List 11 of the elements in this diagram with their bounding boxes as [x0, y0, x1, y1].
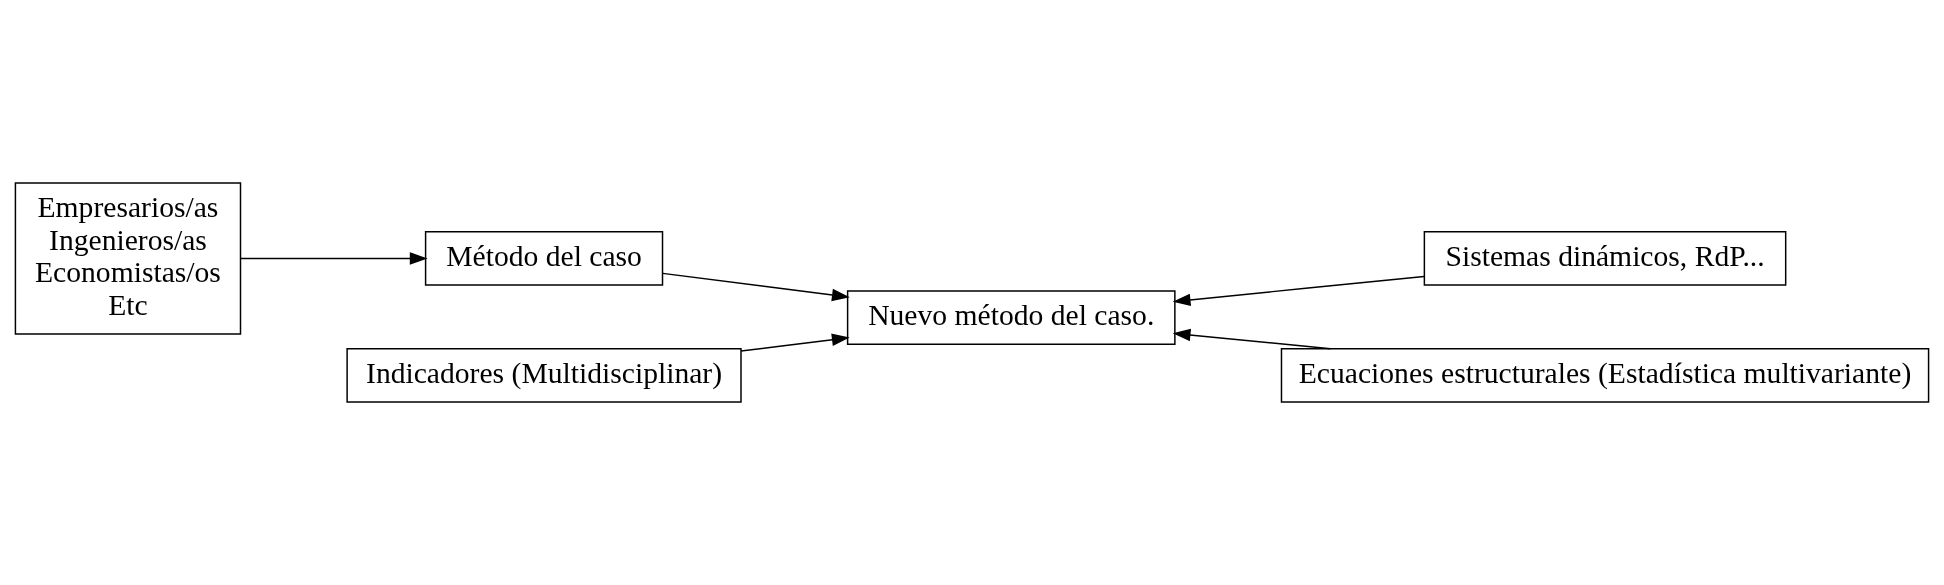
arrow: [661, 272, 850, 302]
node-box: Nuevo método del caso.: [846, 290, 1176, 346]
arrow: [239, 252, 428, 265]
node-box: Ecuaciones estructurales (Estadística multivariante): [1280, 348, 1930, 403]
node-box: Método del caso: [424, 231, 664, 286]
arrow: [740, 333, 850, 352]
node-box: Indicadores (Multidisciplinar): [346, 348, 742, 403]
arrow: [1172, 328, 1332, 350]
node-box: Empresarios/as Ingenieros/as Economistas/os Etc: [14, 182, 242, 335]
arrow: [1172, 275, 1425, 307]
node-box: Sistemas dinámicos, RdP...: [1423, 231, 1787, 286]
